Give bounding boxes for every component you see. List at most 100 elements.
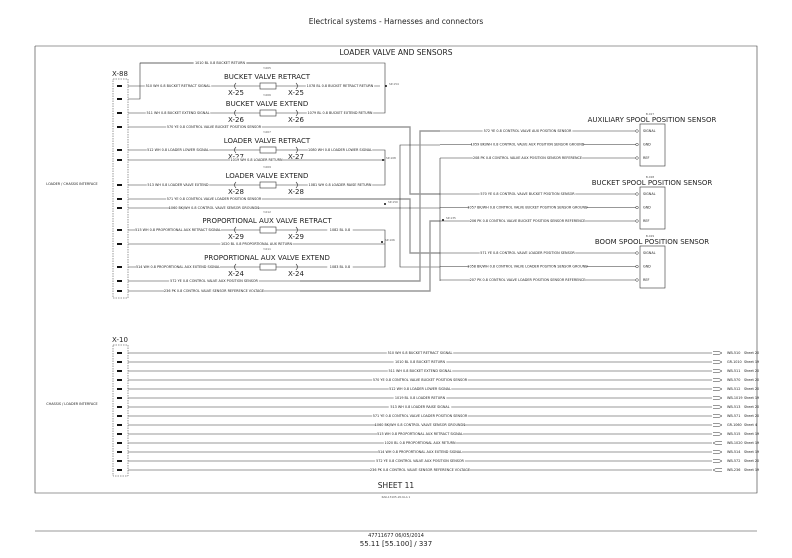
chassis-wire: 1010 BL 0.8 BUCKET RETURN	[395, 360, 446, 364]
sensor-wire: 1057 BK/WH 0.8 CONTROL VALVE BUCKET POSI…	[467, 206, 588, 210]
label-bg	[393, 395, 447, 401]
connector-pin	[117, 229, 122, 231]
valve-solenoid-icon	[259, 146, 277, 154]
connector-pin	[117, 451, 122, 453]
connector-symbol-icon	[234, 146, 298, 154]
valve-input-wire: 511 WH 0.8 BUCKET EXTEND SIGNAL	[146, 111, 209, 115]
sensor-box	[639, 186, 666, 230]
valve-solenoid-icon	[259, 181, 277, 189]
page-header-title: Electrical systems - Harnesses and conne…	[308, 17, 484, 26]
label-bg	[307, 147, 373, 153]
sensor-box	[639, 123, 666, 167]
wire-label: 236 PK 0.8 CONTROL VALVE SENSOR REFERENC…	[164, 289, 264, 293]
wire-reference: WB-236	[727, 468, 740, 472]
sensor-id: B-027	[646, 112, 654, 116]
valve-connector-in: X-26	[228, 116, 244, 124]
wire-label: 571 YE 0.8 CONTROL VALVE LOADER POSITION…	[167, 197, 262, 201]
label-bg	[230, 157, 283, 163]
connector-pin	[117, 352, 122, 354]
offsheet-out-arrow-icon	[713, 369, 723, 373]
label-bg	[220, 241, 293, 247]
valve-connector-in: X-24	[228, 270, 244, 278]
chassis-wire: 1060 BK/WH 0.8 CONTROL VALVE SENSOR GROU…	[375, 423, 465, 427]
splice-dot	[385, 85, 387, 87]
sensor-wire: 1058 BK/WH 0.8 CONTROL VALVE LOADER POSI…	[467, 265, 588, 269]
connector-symbol-icon	[234, 263, 298, 271]
splice-dot	[381, 241, 383, 243]
valve-id: Y-007	[263, 130, 271, 134]
label-bg	[136, 264, 220, 270]
pin-socket-icon	[635, 129, 639, 133]
label-bg	[170, 205, 258, 211]
label-bg	[144, 83, 212, 89]
connector-pin	[117, 424, 122, 426]
label-bg	[471, 142, 584, 147]
valve-connector-out: X-27	[288, 153, 304, 161]
connector-pin	[117, 243, 122, 245]
sensor-wire: 207 PK 0.8 CONTROL VALVE LOADER POSITION…	[470, 278, 586, 282]
wire-label: 1010 BL 0.8 BUCKET RETURN	[195, 61, 246, 65]
connector-label: X-88	[112, 70, 128, 78]
wire-reference: GR-1010	[727, 360, 742, 364]
sensor-pin-label: GND	[643, 265, 651, 269]
splice-label: SP-154	[389, 82, 399, 86]
connector-pin	[117, 460, 122, 462]
valve-connector-out: X-26	[288, 116, 304, 124]
label-bg	[386, 350, 454, 356]
label-bg	[146, 147, 210, 153]
label-bg	[306, 110, 374, 116]
interface-label: CHASSIS / LOADER INTERFACE	[46, 402, 97, 406]
valve-id: Y-006	[263, 93, 271, 97]
wire-reference: WB-515	[727, 432, 740, 436]
label-bg	[372, 377, 468, 383]
connector-box	[112, 344, 129, 477]
splice-dot	[442, 219, 444, 221]
sensor-id: B-029	[646, 234, 654, 238]
label-bg	[193, 60, 247, 66]
valve-input-wire: 515 WH 0.8 PROPORTIONAL AUX RETRACT SIGN…	[135, 228, 221, 232]
pin-socket-icon	[635, 278, 639, 282]
valve-input-wire: 513 WH 0.8 LOADER VALVE EXTEND	[147, 183, 209, 187]
chassis-wire: 512 WH 0.8 LOADER LOWER SIGNAL	[389, 387, 451, 391]
offsheet-out-arrow-icon	[713, 450, 723, 454]
chassis-wire: 514 WH 0.8 PROPORTIONAL AUX EXTEND SIGNA…	[378, 450, 462, 454]
sensor-name: AUXILIARY SPOOL POSITION SENSOR	[588, 116, 717, 124]
sheet-reference: Sheet 20	[744, 351, 759, 355]
chassis-wire: 236 PK 0.8 CONTROL VALVE SENSOR REFERENC…	[370, 468, 470, 472]
label-bg	[135, 227, 221, 233]
offsheet-out-arrow-icon	[713, 405, 723, 409]
valve-solenoid-icon	[259, 109, 277, 117]
valve-input-wire: 510 WH 0.8 BUCKET RETRACT SIGNAL	[146, 84, 211, 88]
label-bg	[166, 196, 262, 202]
label-bg	[482, 128, 573, 134]
connector-pin	[117, 98, 122, 100]
valve-name: PROPORTIONAL AUX VALVE RETRACT	[202, 217, 332, 225]
label-bg	[375, 458, 465, 464]
label-bg	[164, 288, 264, 294]
sheet-reference: Sheet 19	[744, 450, 759, 454]
connector-pin	[117, 184, 122, 186]
valve-output-wire: 1078 BL 0.8 BUCKET RETRACT RETURN	[307, 84, 374, 88]
sensor-box	[639, 245, 666, 289]
label-bg	[468, 205, 587, 210]
pin-socket-icon	[635, 219, 639, 223]
connector-pin	[117, 207, 122, 209]
valve-connector-in: X-27	[228, 153, 244, 161]
label-bg	[472, 155, 583, 161]
wire-label: 1060 BK/WH 0.8 CONTROL VALVE SENSOR GROU…	[169, 206, 259, 210]
drawing-reference: RAIL13105-20-KLA 1	[382, 495, 411, 499]
wire-reference: GR-1060	[727, 423, 742, 427]
valve-solenoid-icon	[259, 263, 277, 271]
label-bg	[370, 467, 470, 473]
wire-reference: WB-511	[727, 369, 740, 373]
label-bg	[383, 440, 457, 446]
connector-pin	[117, 290, 122, 292]
wire	[300, 126, 440, 195]
valve-connector-in: X-25	[228, 89, 244, 97]
connector-pin	[117, 370, 122, 372]
diagram-frame	[34, 45, 758, 494]
offsheet-out-arrow-icon	[713, 396, 723, 400]
connector-pin	[117, 415, 122, 417]
valve-name: LOADER VALVE EXTEND	[226, 172, 309, 180]
footer-doc-number: 47711677 06/05/2014	[368, 533, 424, 539]
